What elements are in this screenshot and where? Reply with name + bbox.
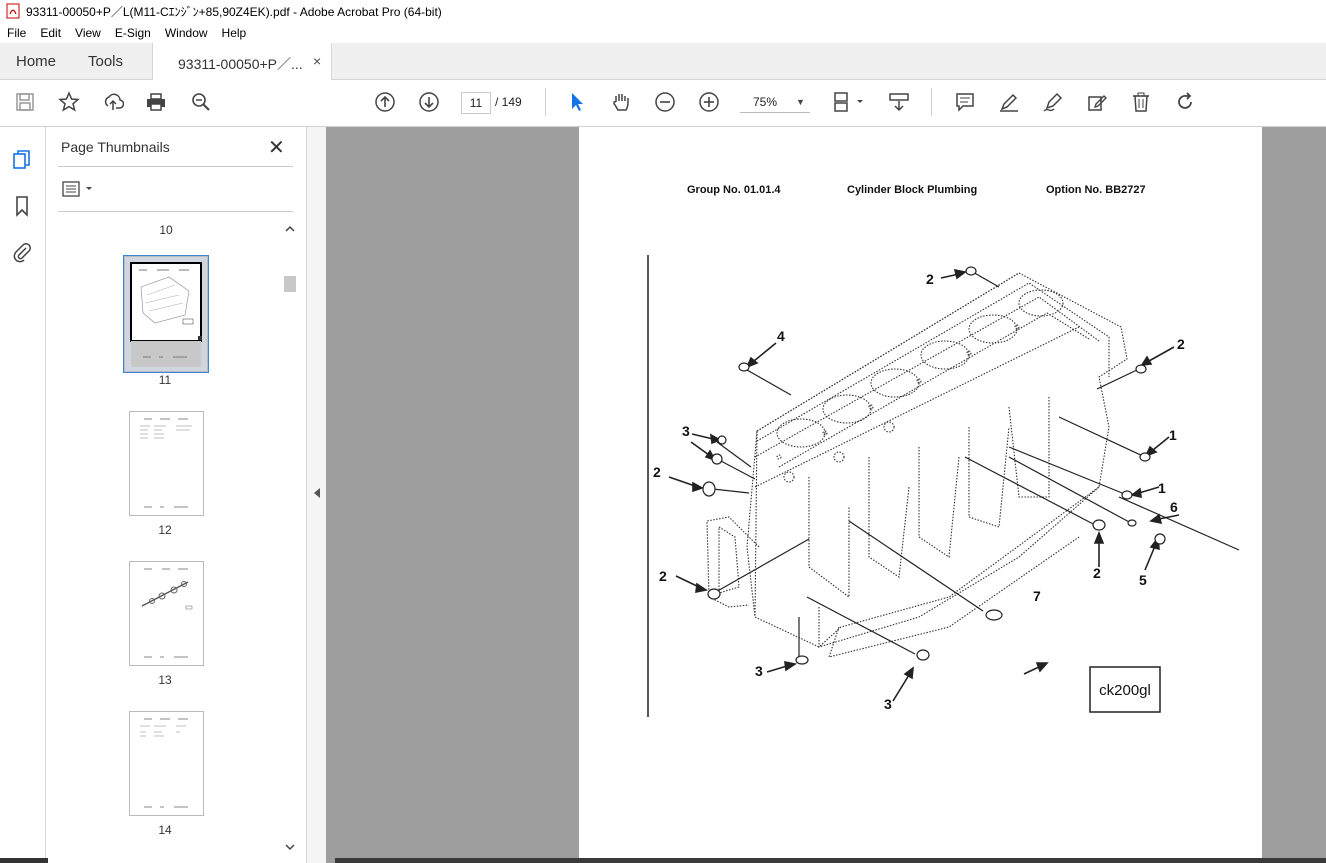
zoom-level-select[interactable]: 75% ▼ bbox=[740, 92, 810, 113]
window-title: 93311-00050+P／L(M11-Cｴﾝｼﾞﾝ+85,90Z4EK).pd… bbox=[26, 4, 442, 19]
zoom-in-icon[interactable] bbox=[697, 90, 721, 114]
thumbnail-label: 10 bbox=[159, 223, 173, 237]
sign-pen-icon[interactable] bbox=[1041, 90, 1065, 114]
print-icon[interactable] bbox=[144, 90, 168, 114]
callout-number: 2 bbox=[1177, 336, 1185, 352]
figure-code-box bbox=[1089, 666, 1161, 713]
tab-document[interactable]: 93311-00050+P／... × bbox=[152, 43, 332, 80]
thumbnail-label: 14 bbox=[158, 823, 172, 837]
bookmarks-icon[interactable] bbox=[11, 195, 33, 217]
document-page: Group No. 01.01.4 Cylinder Block Plumbin… bbox=[579, 127, 1262, 863]
panel-divider bbox=[58, 166, 293, 167]
page-heading: Cylinder Block Plumbing bbox=[847, 184, 978, 196]
panel-divider bbox=[58, 211, 293, 212]
thumbnail-page-11[interactable] bbox=[123, 255, 209, 373]
toolbar-divider bbox=[931, 88, 932, 116]
menu-view[interactable]: View bbox=[75, 25, 101, 40]
toolbar-divider bbox=[545, 88, 546, 116]
chevron-down-icon: ▼ bbox=[796, 97, 805, 107]
figure-code: ck200gl bbox=[1099, 682, 1151, 699]
thumbnail-preview bbox=[141, 568, 193, 658]
zoom-out-icon[interactable] bbox=[653, 90, 677, 114]
thumbnail-label: 12 bbox=[158, 523, 172, 537]
page-number-input[interactable]: 11 bbox=[461, 92, 491, 114]
toolbar: 11 / 149 75% ▼ bbox=[0, 80, 1326, 127]
thumbnail-preview bbox=[125, 257, 207, 371]
callout-number: 3 bbox=[682, 423, 690, 439]
highlight-pen-icon[interactable] bbox=[997, 90, 1021, 114]
tab-close-icon[interactable]: × bbox=[313, 53, 322, 69]
attachments-paperclip-icon[interactable] bbox=[11, 241, 33, 263]
thumbnail-page-14[interactable] bbox=[129, 711, 204, 816]
callout-number: 3 bbox=[884, 696, 892, 712]
edit-pdf-icon[interactable] bbox=[1085, 90, 1109, 114]
menu-help[interactable]: Help bbox=[221, 25, 247, 40]
callout-number: 1 bbox=[1158, 480, 1166, 496]
callout-number: 3 bbox=[755, 663, 763, 679]
cylinder-block-diagram: 2 4 2 3 2 1 1 6 2 5 2 7 3 3 ck200gl bbox=[647, 255, 1240, 717]
callout-number: 1 bbox=[1169, 427, 1177, 443]
tab-document-label: 93311-00050+P／... bbox=[178, 56, 303, 72]
callout-number: 7 bbox=[1033, 588, 1041, 604]
thumbnail-scrollbar[interactable] bbox=[282, 219, 298, 859]
menu-window[interactable]: Window bbox=[164, 25, 208, 40]
page-total: / 149 bbox=[495, 95, 522, 109]
page-thumbnails-panel: Page Thumbnails ✕ 10 11 bbox=[46, 127, 305, 860]
close-icon[interactable]: ✕ bbox=[268, 137, 285, 159]
collapse-panel-icon[interactable] bbox=[312, 487, 322, 499]
panel-splitter[interactable] bbox=[306, 127, 327, 863]
callout-number: 2 bbox=[653, 464, 661, 480]
thumbnail-page-12[interactable] bbox=[129, 411, 204, 516]
comment-icon[interactable] bbox=[953, 90, 977, 114]
callout-number: 4 bbox=[777, 328, 785, 344]
previous-page-icon[interactable] bbox=[373, 90, 397, 114]
thumbnail-preview bbox=[140, 418, 192, 508]
tab-tools[interactable]: Tools bbox=[88, 53, 124, 70]
option-number: Option No. BB2727 bbox=[1046, 184, 1146, 196]
scroll-mode-icon[interactable] bbox=[887, 90, 911, 114]
next-page-icon[interactable] bbox=[417, 90, 441, 114]
callout-number: 2 bbox=[1093, 565, 1101, 581]
menu-bar: File Edit View E-Sign Window Help bbox=[0, 22, 1326, 43]
acrobat-pdf-icon bbox=[6, 3, 20, 19]
taskbar-edge bbox=[0, 858, 48, 863]
taskbar-edge bbox=[335, 858, 1326, 863]
hand-tool-icon[interactable] bbox=[609, 90, 633, 114]
panel-title: Page Thumbnails bbox=[61, 139, 170, 155]
rotate-redo-icon[interactable] bbox=[1173, 90, 1197, 114]
thumbnail-label: 11 bbox=[158, 373, 172, 387]
bookmark-star-icon[interactable] bbox=[57, 90, 81, 114]
callout-number: 2 bbox=[926, 271, 934, 287]
tab-bar: Home Tools 93311-00050+P／... × bbox=[0, 43, 1326, 80]
thumbnail-label: 13 bbox=[158, 673, 172, 687]
group-number: Group No. 01.01.4 bbox=[687, 184, 781, 196]
tab-home[interactable]: Home bbox=[16, 53, 57, 70]
page-thumbnails-icon[interactable] bbox=[11, 149, 33, 171]
document-viewer[interactable]: Group No. 01.01.4 Cylinder Block Plumbin… bbox=[326, 127, 1326, 863]
callout-number: 6 bbox=[1170, 499, 1178, 515]
title-bar: 93311-00050+P／L(M11-Cｴﾝｼﾞﾝ+85,90Z4EK).pd… bbox=[0, 0, 1326, 22]
thumbnail-page-13[interactable] bbox=[129, 561, 204, 666]
menu-file[interactable]: File bbox=[7, 25, 27, 40]
thumbnail-options-icon[interactable] bbox=[62, 181, 96, 199]
select-cursor-icon[interactable] bbox=[565, 90, 589, 114]
page-display-icon[interactable] bbox=[832, 90, 866, 114]
save-icon[interactable] bbox=[13, 90, 37, 114]
menu-esign[interactable]: E-Sign bbox=[114, 25, 151, 40]
zoom-search-icon[interactable] bbox=[189, 90, 213, 114]
thumbnail-preview bbox=[140, 718, 188, 808]
left-nav-rail bbox=[0, 127, 46, 863]
callout-number: 2 bbox=[659, 568, 667, 584]
zoom-level-value: 75% bbox=[753, 95, 778, 109]
delete-trash-icon[interactable] bbox=[1129, 90, 1153, 114]
callout-number: 5 bbox=[1139, 572, 1147, 588]
share-upload-icon[interactable] bbox=[101, 90, 125, 114]
menu-edit[interactable]: Edit bbox=[40, 25, 62, 40]
